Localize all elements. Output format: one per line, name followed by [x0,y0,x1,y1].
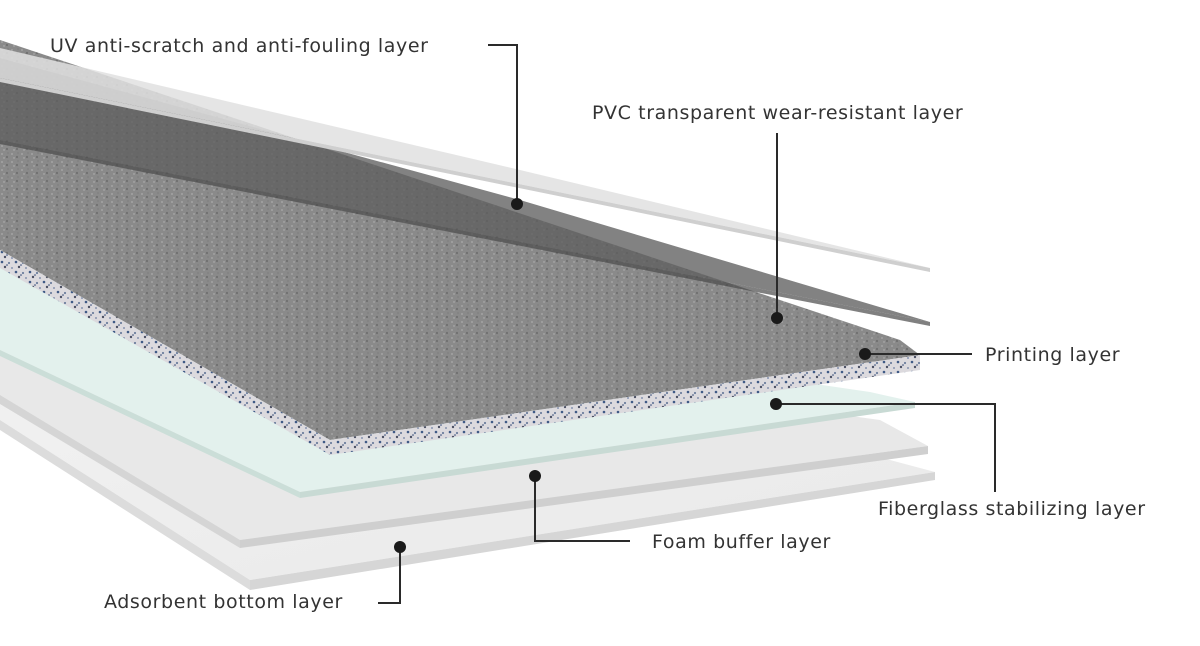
uv-leader-dot [511,198,523,210]
uv-leader-line [488,44,518,204]
bottom-leader-dot [394,541,406,553]
pvc-leader-dot [771,312,783,324]
fiberglass-leader-dot [770,398,782,410]
foam-leader-dot [529,470,541,482]
bottom-leader-line [378,547,401,604]
printing-leader-dot [859,348,871,360]
fiberglass-layer-label: Fiberglass stabilizing layer [878,498,1146,520]
foam-leader-line [534,476,630,542]
leader-lines [378,44,996,604]
uv-layer-label: UV anti-scratch and anti-fouling layer [50,35,429,57]
uv-anti-scratch-layer [0,48,930,272]
leader-dots [394,198,871,553]
printing-layer-label: Printing layer [985,344,1120,366]
bottom-layer-label: Adsorbent bottom layer [104,591,343,613]
foam-layer-label: Foam buffer layer [652,531,831,553]
fiberglass-leader-line [776,403,996,492]
pvc-layer-label: PVC transparent wear-resistant layer [592,102,963,124]
